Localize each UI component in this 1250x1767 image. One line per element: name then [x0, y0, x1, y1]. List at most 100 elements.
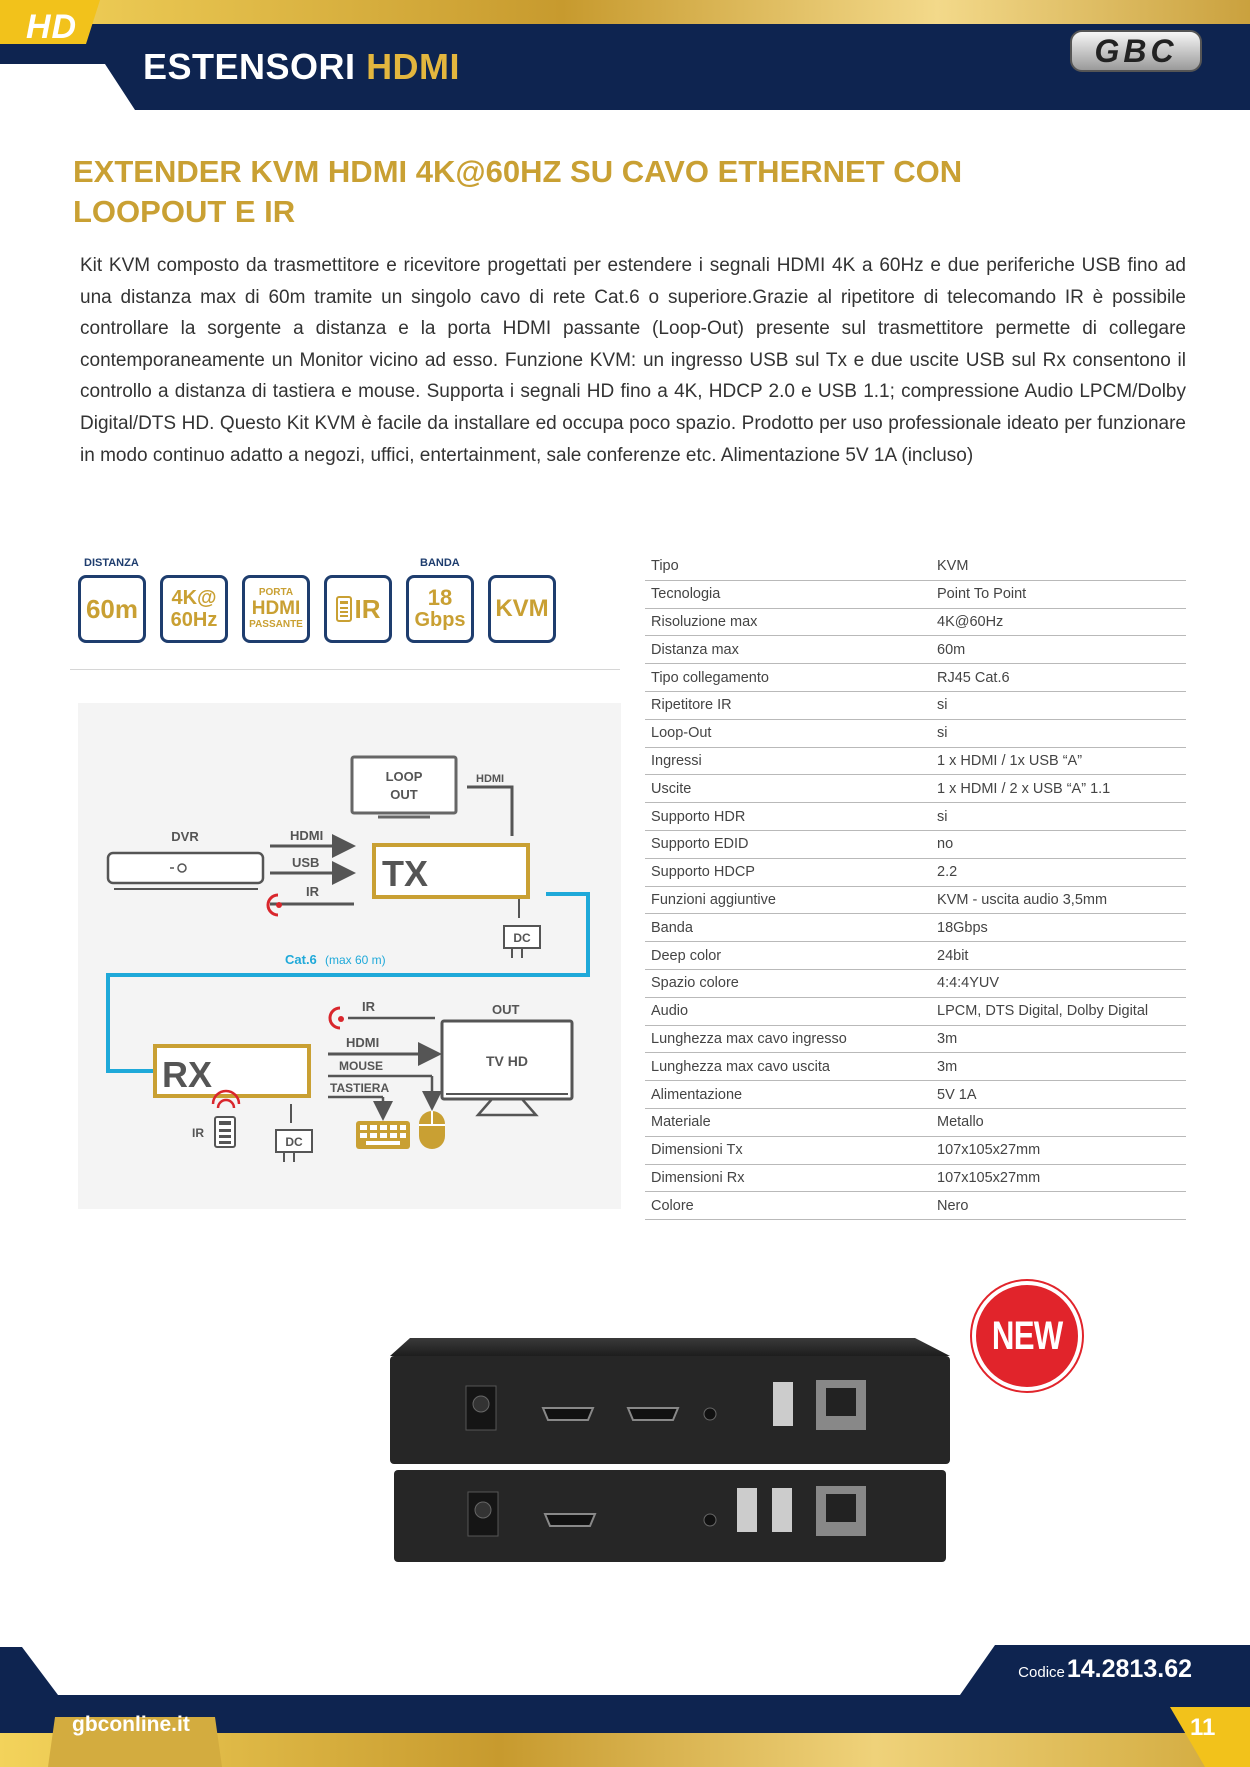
spec-row: Alimentazione 5V 1A: [645, 1081, 1186, 1109]
spec-value: 107x105x27mm: [937, 1169, 1041, 1186]
hdmi-in-label: HDMI: [290, 828, 323, 843]
brand-logo: GBC: [1070, 30, 1202, 72]
spec-key: Lunghezza max cavo uscita: [651, 1058, 830, 1075]
spec-row: Dimensioni Rx 107x105x27mm: [645, 1165, 1186, 1193]
spec-key: Tecnologia: [651, 586, 721, 603]
hdmi-out-label: HDMI: [346, 1035, 379, 1050]
ir-remote-icon: [211, 1089, 241, 1148]
feature-icons: DISTANZA BANDA 60m 4K@ 60Hz PORTA HDMI P…: [78, 555, 558, 645]
spec-key: Lunghezza max cavo ingresso: [651, 1030, 847, 1047]
spec-key: Audio: [651, 1003, 689, 1020]
spec-key: Materiale: [651, 1114, 711, 1131]
spec-value: 24bit: [937, 947, 969, 964]
loop-out-label: LOOP: [386, 769, 423, 784]
spec-key: Alimentazione: [651, 1086, 743, 1103]
spec-value: 4K@60Hz: [937, 613, 1004, 630]
tx-label: TX: [382, 853, 428, 894]
spec-value: Nero: [937, 1197, 969, 1214]
connection-diagram: LOOP OUT HDMI DVR HDMI USB IR TX: [78, 703, 621, 1209]
spec-row: Ingressi 1 x HDMI / 1x USB “A”: [645, 748, 1186, 776]
page-footer: [0, 1645, 1250, 1767]
spec-row: Tipo KVM: [645, 553, 1186, 581]
spec-value: 18Gbps: [937, 919, 988, 936]
spec-value: Point To Point: [937, 586, 1027, 603]
spec-value: 5V 1A: [937, 1086, 977, 1103]
spec-key: Distanza max: [651, 641, 739, 658]
rx-unit-front: [394, 1470, 946, 1562]
ir-remote-label: IR: [192, 1126, 204, 1140]
band-label: BANDA: [420, 557, 460, 569]
mouse-icon: [419, 1111, 445, 1149]
loop-out-monitor-icon: LOOP OUT: [350, 755, 458, 819]
bandwidth-feature-icon: 18 Gbps: [406, 575, 474, 643]
distance-feature-icon: 60m: [78, 575, 146, 643]
diagram-svg: LOOP OUT HDMI DVR HDMI USB IR TX: [106, 755, 590, 1162]
spec-value: si: [937, 725, 948, 742]
spec-value: 4:4:4YUV: [937, 975, 1000, 992]
ir-rx-label: IR: [362, 999, 376, 1014]
hd-badge: HD: [26, 8, 78, 46]
website-link[interactable]: gbconline.it: [72, 1713, 190, 1736]
page-header: HD ESTENSORI HDMI GBC: [0, 0, 1250, 110]
spec-key: Deep color: [651, 947, 722, 964]
spec-row: Loop-Out si: [645, 720, 1186, 748]
spec-value: KVM - uscita audio 3,5mm: [937, 891, 1108, 908]
tv-label: TV HD: [486, 1053, 528, 1069]
spec-row: Lunghezza max cavo uscita 3m: [645, 1053, 1186, 1082]
keyboard-label: TASTIERA: [330, 1081, 389, 1095]
spec-row: Colore Nero: [645, 1192, 1186, 1221]
product-svg: [390, 1338, 950, 1562]
new-badge: NEW: [972, 1281, 1082, 1391]
spec-value: 1 x HDMI / 2 x USB “A” 1.1: [937, 780, 1111, 797]
spec-key: Supporto HDR: [651, 808, 746, 825]
ir-signal-icon: [266, 893, 282, 917]
spec-value: 2.2: [937, 864, 958, 881]
spec-row: Deep color 24bit: [645, 942, 1186, 970]
spec-value: RJ45 Cat.6: [937, 669, 1010, 686]
header-banner: [0, 0, 1250, 110]
usb-label: USB: [292, 855, 319, 870]
spec-row: Tipo collegamento RJ45 Cat.6: [645, 664, 1186, 692]
cable-label: Cat.6: [285, 952, 317, 967]
spec-value: 3m: [937, 1058, 958, 1075]
spec-key: Dimensioni Rx: [651, 1169, 745, 1186]
footer-banner: [0, 1645, 1250, 1767]
rx-unit: [153, 1044, 311, 1098]
spec-key: Dimensioni Tx: [651, 1142, 743, 1159]
ir-feature-icon: IR: [324, 575, 392, 643]
dc-power-icon-rx: DC: [275, 1129, 313, 1162]
spec-value: LPCM, DTS Digital, Dolby Digital: [937, 1003, 1149, 1020]
spec-key: Loop-Out: [651, 725, 712, 742]
spec-key: Ingressi: [651, 752, 702, 769]
spec-key: Uscite: [651, 780, 692, 797]
spec-value: KVM: [937, 558, 969, 575]
spec-row: Tecnologia Point To Point: [645, 581, 1186, 609]
spec-key: Risoluzione max: [651, 613, 758, 630]
rx-label: RX: [162, 1054, 212, 1095]
spec-key: Tipo: [651, 558, 679, 575]
spec-value: no: [937, 836, 954, 853]
svg-text:DC: DC: [513, 931, 531, 945]
spec-key: Colore: [651, 1197, 694, 1214]
spec-value: 60m: [937, 641, 966, 658]
product-description: Kit KVM composto da trasmettitore e rice…: [80, 255, 1186, 466]
spec-key: Supporto HDCP: [651, 864, 755, 881]
product-image: [380, 1320, 955, 1570]
dc-power-icon-tx: DC: [503, 925, 541, 958]
cat6-cable: [106, 892, 590, 1073]
spec-key: Tipo collegamento: [651, 669, 769, 686]
keyboard-icon: [356, 1121, 410, 1149]
product-title: EXTENDER KVM HDMI 4K@60HZ SU CAVO ETHERN…: [73, 154, 963, 229]
tv-hd-icon: TV HD: [440, 1019, 574, 1117]
spec-value: 1 x HDMI / 1x USB “A”: [937, 752, 1083, 769]
resolution-feature-icon: 4K@ 60Hz: [160, 575, 228, 643]
spec-row: Audio LPCM, DTS Digital, Dolby Digital: [645, 998, 1186, 1026]
distance-label: DISTANZA: [84, 557, 139, 569]
